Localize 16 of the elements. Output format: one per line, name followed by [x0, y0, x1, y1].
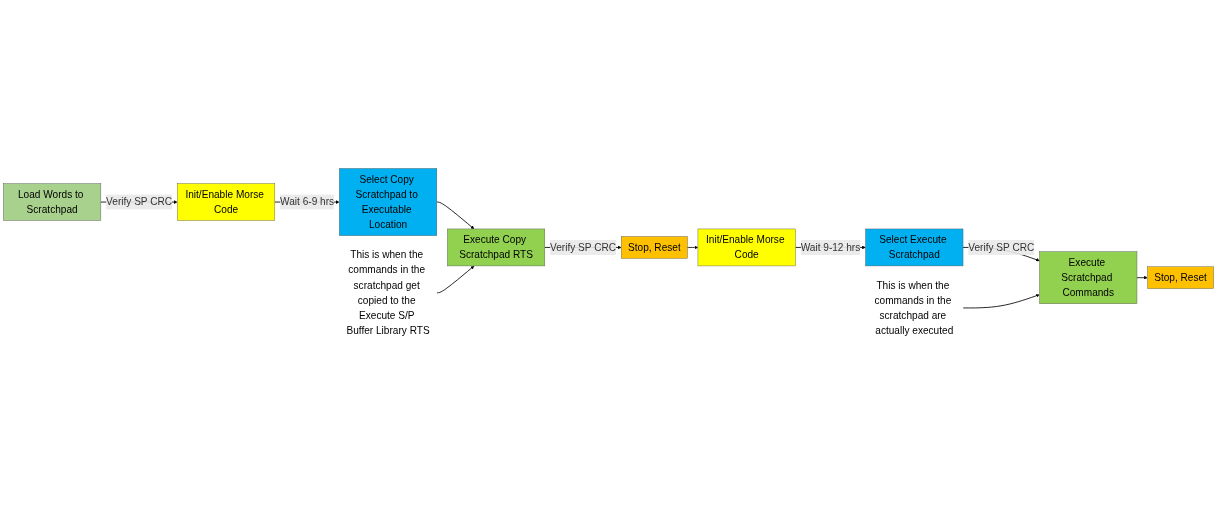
node-box: Select Execute Scratchpad: [865, 228, 964, 267]
node-box: Execute Copy Scratchpad RTS: [447, 228, 545, 267]
node-box: Stop, Reset: [1147, 266, 1214, 289]
node-text: This is when the commands in the scratchpad are actually executed: [874, 279, 954, 337]
node-box: Execute Scratchpad Commands: [1039, 251, 1138, 304]
edge-label: Verify SP CRC: [550, 241, 617, 253]
node-text: This is when the commands in the scratchpad get copied to the Execute S/P Buffer Library RTS: [346, 249, 430, 337]
edge-label: Wait 9-12 hrs: [800, 241, 861, 253]
edge-label: Wait 6-9 hrs: [280, 196, 335, 208]
node-box: Select Copy Scratchpad to Executable Location: [339, 168, 437, 236]
node-box: Stop, Reset: [621, 236, 688, 259]
node-box: Load Words to Scratchpad: [3, 183, 102, 221]
node-box: Init/Enable Morse Code: [697, 228, 796, 267]
edge-label: Verify SP CRC: [106, 196, 173, 208]
node-box: Init/Enable Morse Code: [177, 183, 275, 221]
edge-label: Verify SP CRC: [968, 241, 1035, 253]
